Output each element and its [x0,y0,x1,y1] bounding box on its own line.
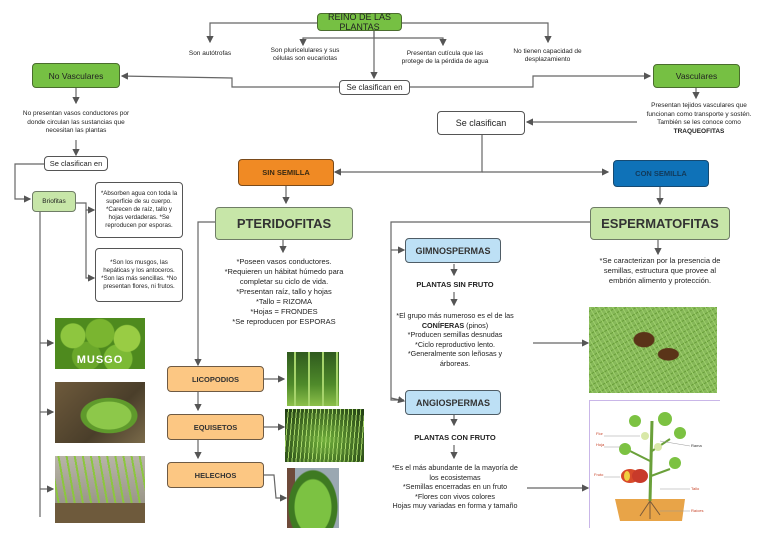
pine-cones-image [589,307,717,393]
angiospermas-notes: *Es el más abundante de la mayoría de lo… [392,463,518,510]
sin-semilla-box[interactable]: SIN SEMILLA [238,159,334,186]
con-semilla-box[interactable]: CON SEMILLA [613,160,709,187]
musgo-image: MUSGO [55,318,145,369]
characteristic-cuticula: Presentan cutícula que las protege de la… [401,50,489,65]
musgo-caption: MUSGO [76,354,124,366]
espermatofitas-box[interactable]: ESPERMATOFITAS [590,207,730,240]
helechos-box[interactable]: HELECHOS [167,462,264,488]
licopodios-box[interactable]: LICOPODIOS [167,366,264,392]
plant-label-tallo: Tallo [691,486,700,491]
briofitas-notes-1: *Absorben agua con toda la superficie de… [95,182,183,238]
gimnospermas-subtitle: PLANTAS SIN FRUTO [416,280,494,289]
helecho-image [287,468,339,528]
pteridofitas-notes: *Poseen vasos conductores. *Requieren un… [224,257,344,326]
characteristic-autotrofas: Son autótrofas [188,50,232,57]
plant-label-flor: Flor [596,431,604,436]
no-vasculares-classify-box[interactable]: Se clasifican en [44,156,108,171]
plant-label-fruto: Fruto [594,472,604,477]
plant-diagram-image: Flor Hoja Fruto Rama Tallo Raíces [589,400,720,528]
vasculares-classify-box[interactable]: Se clasifican [437,111,525,135]
kingdom-title[interactable]: REINO DE LAS PLANTAS [317,12,402,32]
briofitas-notes-2: *Son los musgos, las hepáticas y los ant… [95,248,183,302]
vasculares-description: Presentan tejidos vasculares que funcion… [646,102,752,135]
no-vasculares-description: No presentan vasos conductores por donde… [22,110,130,134]
characteristic-desplazamiento: No tienen capacidad de desplazamiento [513,48,582,63]
no-vasculares-box[interactable]: No Vasculares [32,63,120,88]
equiseto-image [285,409,364,462]
gimnospermas-box[interactable]: GIMNOSPERMAS [405,238,501,263]
hepatica-image [55,382,145,443]
plant-label-raices: Raíces [691,508,703,513]
antocero-image [55,456,145,523]
equisetos-box[interactable]: EQUISETOS [167,414,264,440]
angiospermas-subtitle: PLANTAS CON FRUTO [414,433,496,442]
characteristic-pluricelulares: Son pluricelulares y sus células son euc… [270,47,340,62]
licopodio-image [287,352,339,406]
espermatofitas-description: *Se caracterizan por la presencia de sem… [599,256,721,285]
gimnospermas-notes: *El grupo más numeroso es el de las CONÍ… [396,311,514,368]
pteridofitas-box[interactable]: PTERIDOFITAS [215,207,353,240]
plant-label-hoja: Hoja [596,442,605,447]
briofitas-box[interactable]: Briofitas [32,191,76,212]
angiospermas-box[interactable]: ANGIOSPERMAS [405,390,501,415]
classify-top-box[interactable]: Se clasifican en [339,80,410,95]
plant-label-rama: Rama [691,443,702,448]
vasculares-box[interactable]: Vasculares [653,64,740,88]
